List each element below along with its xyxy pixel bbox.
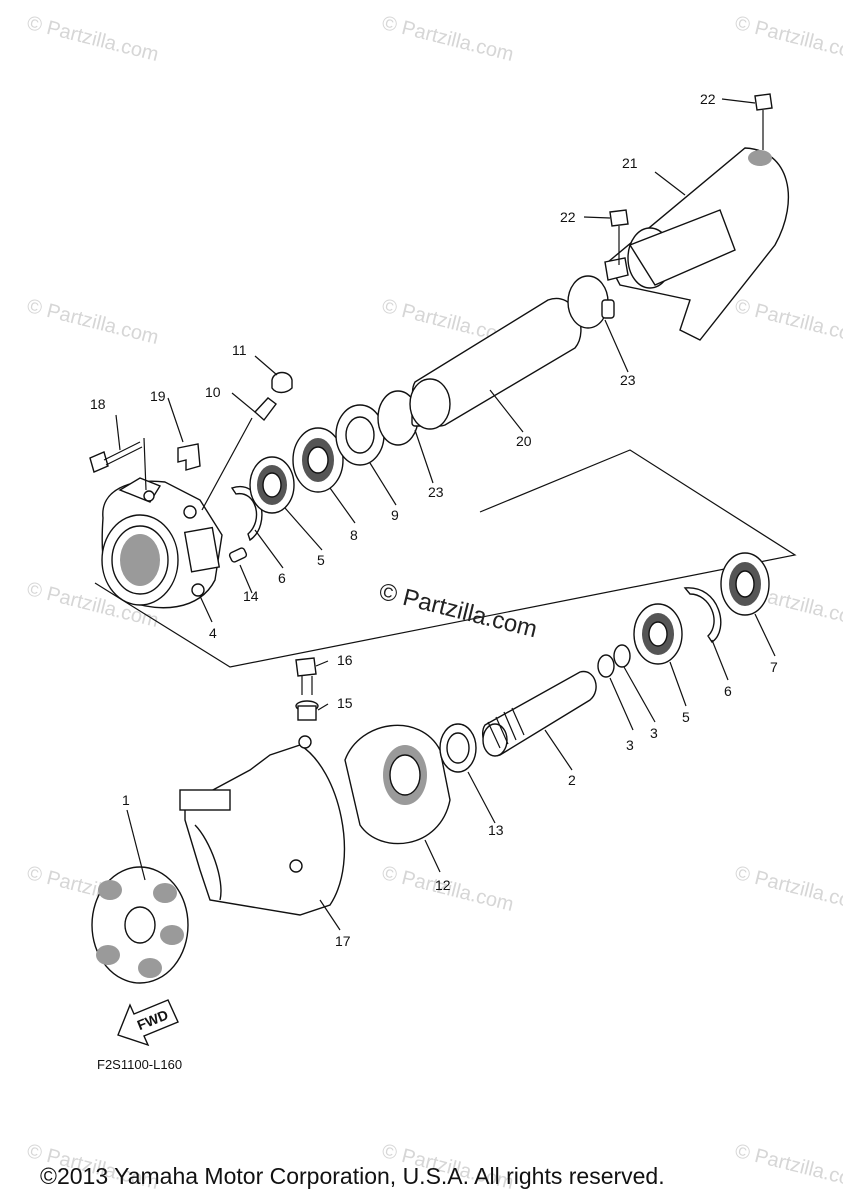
callout-12: 12: [435, 877, 451, 893]
callout-11: 11: [232, 342, 247, 358]
o-ring-3: [597, 654, 615, 678]
callout-6: 6: [724, 683, 732, 699]
callout-3: 3: [650, 725, 658, 741]
callout-23: 23: [428, 484, 444, 500]
callout-8: 8: [350, 527, 358, 543]
leader-lines: [115, 98, 776, 931]
callout-2: 2: [568, 772, 576, 788]
bearing-7: [720, 552, 770, 616]
callout-14: 14: [243, 588, 259, 604]
assembly-boundary: [94, 449, 797, 668]
nozzle-21: [604, 147, 790, 341]
callout-3: 3: [626, 737, 634, 753]
callout-16: 16: [337, 652, 353, 668]
callout-6: 6: [278, 570, 286, 586]
impeller-1: [91, 866, 189, 984]
bolt-18: [89, 437, 147, 491]
seal-9: [335, 404, 385, 466]
callout-18: 18: [90, 396, 106, 412]
callout-19: 19: [150, 388, 166, 404]
copyright-notice: ©2013 Yamaha Motor Corporation, U.S.A. A…: [40, 1163, 665, 1189]
callout-1: 1: [122, 792, 130, 808]
callout-15: 15: [337, 695, 353, 711]
pin-14: [228, 547, 248, 563]
spacer-13: [439, 723, 477, 773]
oil-seal-8: [292, 427, 344, 493]
callout-labels: 1 2 3 3 4 5 5 6 6 7 8 9 10 11 12 13 14 1…: [90, 91, 778, 949]
circlip-6: [683, 587, 722, 643]
callout-21: 21: [622, 155, 638, 171]
bolt-16: [295, 657, 317, 695]
pump-housing: [101, 477, 223, 609]
cap-11: [271, 371, 293, 394]
liner-12: [344, 724, 451, 845]
duct-17: [179, 735, 346, 916]
hose-20: [409, 297, 582, 430]
callout-5: 5: [682, 709, 690, 725]
fwd-arrow: FWD: [117, 999, 179, 1047]
o-ring-3: [613, 644, 631, 668]
bearing-5: [633, 603, 683, 665]
bolt-22: [754, 93, 773, 150]
callout-4: 4: [209, 625, 217, 641]
callout-5: 5: [317, 552, 325, 568]
collar-15: [295, 700, 319, 721]
callout-22: 22: [560, 209, 576, 225]
callout-20: 20: [516, 433, 532, 449]
callout-9: 9: [391, 507, 399, 523]
callout-17: 17: [335, 933, 351, 949]
callout-7: 7: [770, 659, 778, 675]
hose-clamp-23: [567, 275, 615, 329]
bolt-22: [609, 209, 629, 265]
plate-19: [177, 443, 201, 471]
bearing-5: [249, 456, 295, 514]
callout-23: 23: [620, 372, 636, 388]
callout-10: 10: [205, 384, 221, 400]
grease-nipple-10: [201, 397, 277, 511]
shaft-2: [482, 670, 597, 757]
callout-13: 13: [488, 822, 504, 838]
callout-22: 22: [700, 91, 716, 107]
diagram-code: F2S1100-L160: [97, 1057, 183, 1072]
